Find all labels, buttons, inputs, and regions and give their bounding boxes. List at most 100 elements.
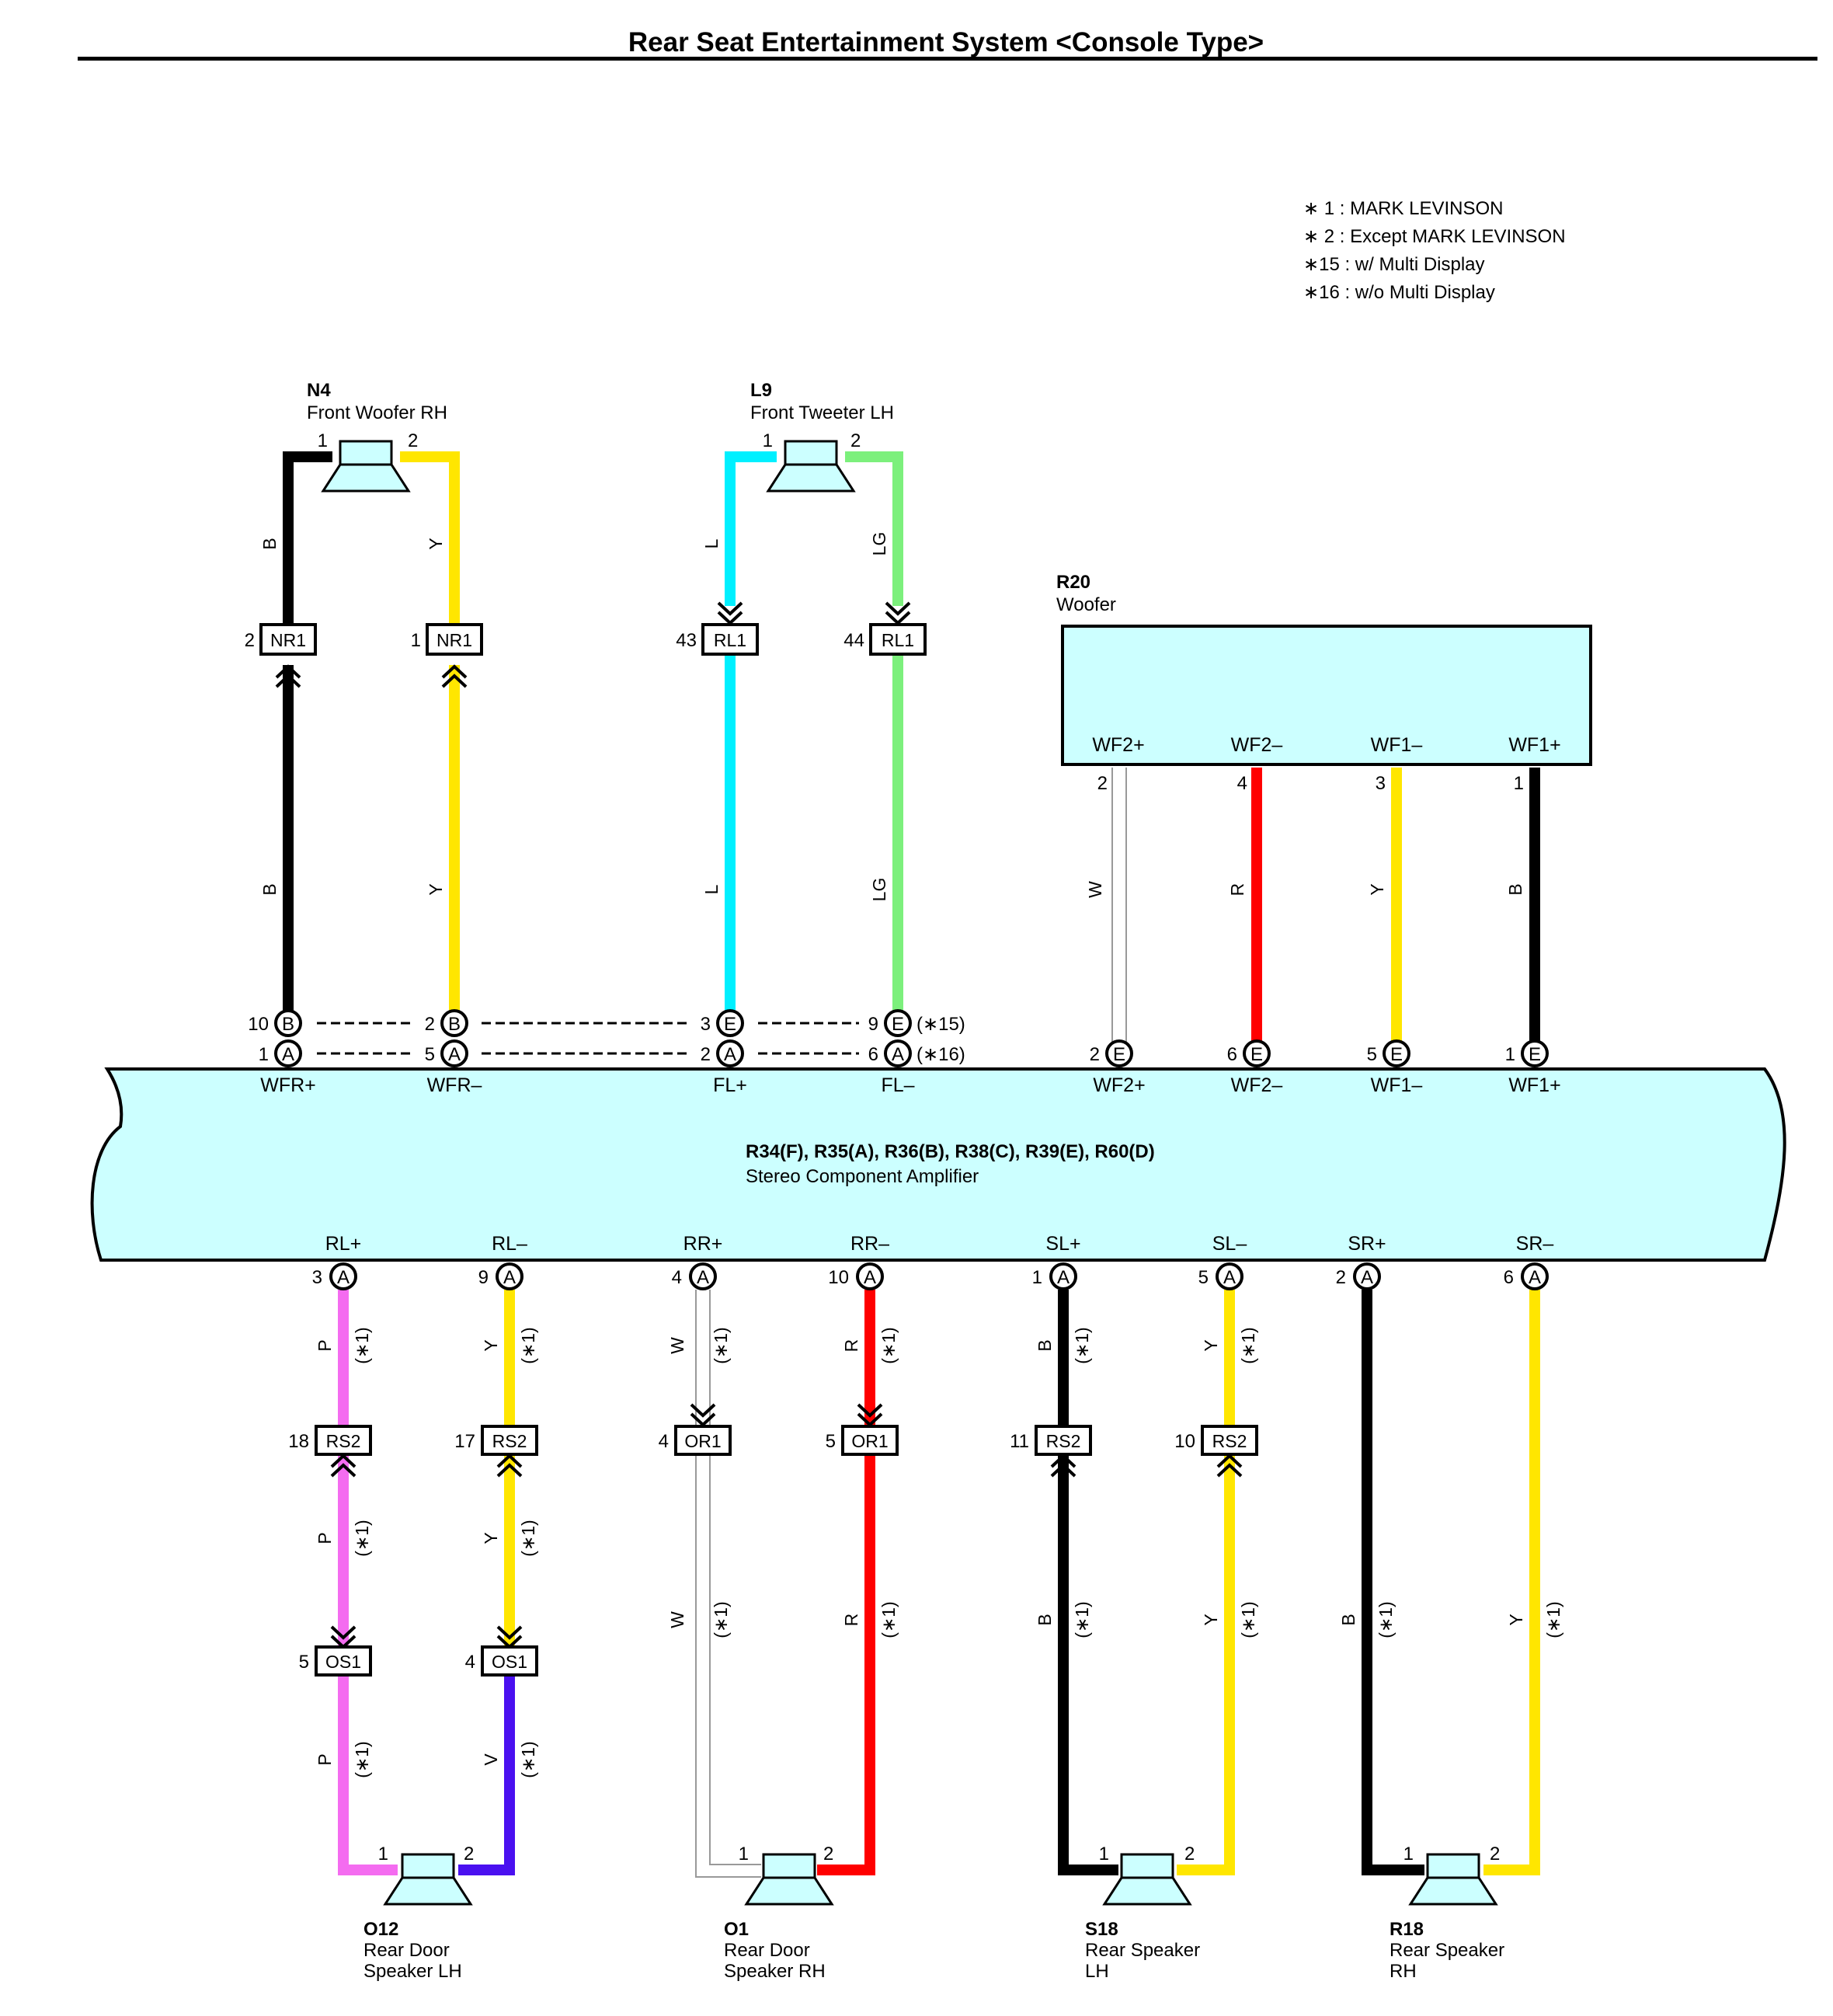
speaker-l9: L9 Front Tweeter LH 1 2 xyxy=(750,380,894,493)
wc-wf-r: R xyxy=(1227,883,1247,897)
pin-number: 6 xyxy=(868,1044,878,1065)
speaker-r18: 1 2 R18 Rear Speaker RH xyxy=(1390,1844,1504,1982)
amp-top-terminal: WFR+ xyxy=(260,1074,316,1096)
pin-circle xyxy=(856,1262,884,1290)
junction-or1-b xyxy=(841,1425,899,1456)
wc-note: (∗1) xyxy=(878,1327,899,1363)
wc: V xyxy=(481,1753,501,1766)
pin-circle xyxy=(440,1039,468,1067)
pin-number: 5 xyxy=(1367,1044,1377,1065)
pin-number: 3 xyxy=(312,1267,322,1288)
pin-number: 4 xyxy=(672,1267,682,1288)
pin-conn: A xyxy=(448,1044,461,1065)
pin-conn: A xyxy=(892,1044,904,1065)
junction-rl1-b xyxy=(869,623,927,656)
wc-wf-w: W xyxy=(1085,881,1105,898)
wc-note: (∗1) xyxy=(1376,1601,1396,1638)
wire-slm-y-2 xyxy=(1177,1454,1235,1875)
speaker-name-2: RH xyxy=(1390,1961,1417,1982)
rs-or-junctions: RS2 18 RS2 17 OR1 4 OR1 5 RS2 11 RS2 10 xyxy=(288,1403,1258,1478)
wc-l9-lg2: LG xyxy=(869,878,889,902)
pin-number: 1 xyxy=(1032,1267,1042,1288)
speaker-name-2: Speaker RH xyxy=(724,1961,826,1982)
wire-l9-lg-top xyxy=(845,451,903,606)
speaker-l9-name: Front Tweeter LH xyxy=(750,402,894,423)
diagram-title: Rear Seat Entertainment System <Console … xyxy=(628,27,1264,57)
amp-top-terminal: WF2– xyxy=(1231,1074,1283,1096)
pin-circle xyxy=(329,1262,357,1290)
speaker-name-2: LH xyxy=(1085,1961,1109,1982)
speaker-code: R18 xyxy=(1390,1919,1424,1940)
pin-number: 10 xyxy=(248,1014,269,1035)
wc: B xyxy=(1035,1614,1055,1625)
wc: P xyxy=(315,1532,335,1544)
wc-note: (∗1) xyxy=(518,1741,538,1777)
pin-conn: A xyxy=(282,1044,294,1065)
speaker-pin1: 1 xyxy=(739,1844,749,1865)
pin-conn: B xyxy=(448,1014,461,1035)
pin-number: 9 xyxy=(478,1267,489,1288)
speaker-code: O1 xyxy=(724,1919,749,1940)
amp-top-pins: B 10 B 2 E 3 E 9 (∗15) A 1 A 5 A 2 A 6 (… xyxy=(248,1009,1549,1067)
note-1: ∗ 1 : MARK LEVINSON xyxy=(1303,198,1504,219)
pin-number: 6 xyxy=(1504,1267,1514,1288)
speaker-pin1: 1 xyxy=(1403,1844,1414,1865)
pin-number: 9 xyxy=(868,1014,878,1035)
woofer-pin-wf1m: 3 xyxy=(1376,773,1386,794)
wc: W xyxy=(667,1337,687,1354)
speaker-o12: 1 2 O12 Rear Door Speaker LH xyxy=(363,1844,474,1982)
woofer-r20: R20 Woofer WF2+ WF2– WF1– WF1+ 2 4 3 1 xyxy=(1056,572,1592,794)
pin-circle xyxy=(1521,1039,1549,1067)
pin-number: 2 xyxy=(1090,1044,1100,1065)
speaker-pin2: 2 xyxy=(1184,1844,1195,1865)
junction-nr1-b-label: NR1 xyxy=(437,630,472,650)
wc-note: (∗1) xyxy=(711,1327,731,1363)
speaker-r18-symbol xyxy=(1409,1853,1497,1906)
pin-conn: A xyxy=(1361,1267,1373,1288)
wire-n4-b-top xyxy=(283,451,332,631)
speaker-s18: 1 2 S18 Rear Speaker LH xyxy=(1085,1844,1200,1982)
wc: Y xyxy=(481,1339,501,1351)
wc-note: (∗1) xyxy=(352,1741,372,1777)
wc: Y xyxy=(1201,1339,1221,1351)
amp-top-terminal: FL+ xyxy=(713,1074,747,1096)
speaker-name-1: Rear Door xyxy=(363,1940,450,1961)
junction-pin: 5 xyxy=(826,1431,836,1452)
woofer-pin-wf2m: 4 xyxy=(1237,773,1247,794)
upper-wire-codes: B B Y Y L L LG LG W R Y B xyxy=(259,532,1525,902)
pin-circle xyxy=(1216,1262,1243,1290)
junction-pin: 4 xyxy=(659,1431,669,1452)
amp-bottom-terminal: SR+ xyxy=(1348,1233,1386,1255)
wc-n4-y2: Y xyxy=(426,883,446,895)
wc: P xyxy=(315,1339,335,1351)
pin-number: 10 xyxy=(828,1267,849,1288)
wc-l9-l2: L xyxy=(701,884,722,894)
amp-top-terminal: WF1– xyxy=(1371,1074,1423,1096)
pin-conn: E xyxy=(1390,1044,1403,1065)
amp-bottom-terminal: SR– xyxy=(1516,1233,1554,1255)
amp-top-terminal: WF1+ xyxy=(1508,1074,1560,1096)
speaker-name-1: Rear Door xyxy=(724,1940,810,1961)
amp-bottom-terminal: SL+ xyxy=(1045,1233,1080,1255)
lower-wire-codes: P (∗1) P (∗1) P (∗1) Y (∗1) Y (∗1) V (∗1… xyxy=(315,1327,1563,1777)
pin-conn: A xyxy=(724,1044,736,1065)
junction-label: RS2 xyxy=(326,1431,361,1451)
woofer-box xyxy=(1061,625,1592,766)
wire-rrp-w-d xyxy=(709,1454,761,1865)
junction-pin: 11 xyxy=(1010,1431,1029,1452)
wc-n4-y1: Y xyxy=(426,538,446,549)
speaker-pin1: 1 xyxy=(378,1844,388,1865)
pin-circle xyxy=(1521,1262,1549,1290)
pin-circle xyxy=(1383,1039,1410,1067)
os-junctions: OS1 5 OS1 4 xyxy=(299,1625,538,1677)
lower-wires xyxy=(338,1290,1540,1878)
wc-note: (∗1) xyxy=(1072,1327,1092,1363)
junction-rl1-a xyxy=(701,623,759,656)
junction-nr1-a xyxy=(259,623,317,656)
speaker-name-2: Speaker LH xyxy=(363,1961,462,1982)
speaker-pin1: 1 xyxy=(1099,1844,1109,1865)
speaker-l9-code: L9 xyxy=(750,380,772,401)
junction-nr1-b xyxy=(426,623,483,656)
junction-label: OR1 xyxy=(684,1431,721,1451)
wc-note: (∗1) xyxy=(878,1601,899,1638)
